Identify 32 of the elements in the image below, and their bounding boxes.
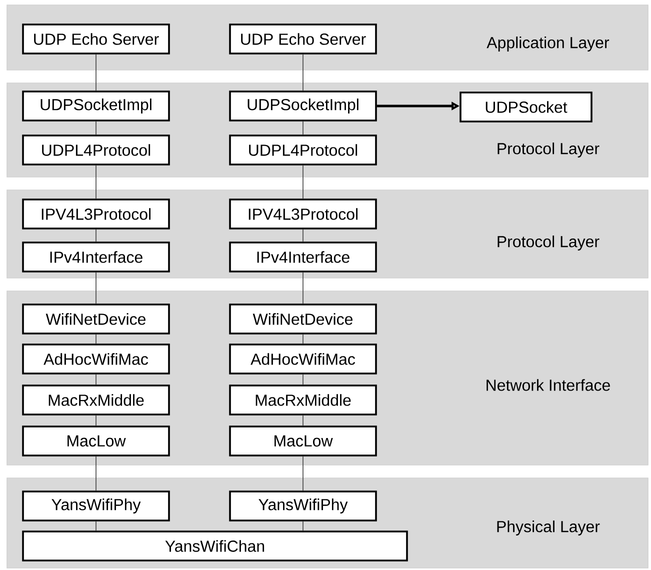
component-box: IPv4Interface xyxy=(22,242,170,272)
connector-line xyxy=(302,54,304,91)
component-box: MacLow xyxy=(22,426,170,456)
component-box: MacLow xyxy=(229,426,377,456)
component-box: IPV4L3Protocol xyxy=(229,198,377,230)
component-box: WifiNetDevice xyxy=(229,304,377,334)
component-box: UDPSocket xyxy=(460,92,592,122)
connector-line xyxy=(302,334,304,344)
connector-line xyxy=(302,121,304,135)
connector-line xyxy=(302,229,304,242)
connector-line xyxy=(302,165,304,199)
component-box: YansWifiPhy xyxy=(229,490,377,522)
component-box: AdHocWifiMac xyxy=(22,344,170,374)
component-box: MacRxMiddle xyxy=(229,384,377,416)
connector-line xyxy=(302,521,304,531)
component-box: AdHocWifiMac xyxy=(229,344,377,374)
component-box: IPv4Interface xyxy=(229,242,377,272)
component-box: WifiNetDevice xyxy=(22,304,170,334)
component-box: IPV4L3Protocol xyxy=(22,198,170,230)
connector-line xyxy=(302,272,304,304)
component-box: UDPSocketImpl xyxy=(229,90,377,122)
component-box: UDPL4Protocol xyxy=(229,134,377,166)
component-box: UDPL4Protocol xyxy=(22,134,170,166)
connector-line xyxy=(302,374,304,385)
connector-line xyxy=(302,415,304,426)
component-box: MacRxMiddle xyxy=(22,384,170,416)
component-box: UDP Echo Server xyxy=(22,24,170,54)
component-box: YansWifiChan xyxy=(22,530,408,562)
component-box: YansWifiPhy xyxy=(22,490,170,522)
connector-line xyxy=(302,456,304,491)
component-box: UDP Echo Server xyxy=(229,24,377,54)
component-box: UDPSocketImpl xyxy=(22,90,170,122)
